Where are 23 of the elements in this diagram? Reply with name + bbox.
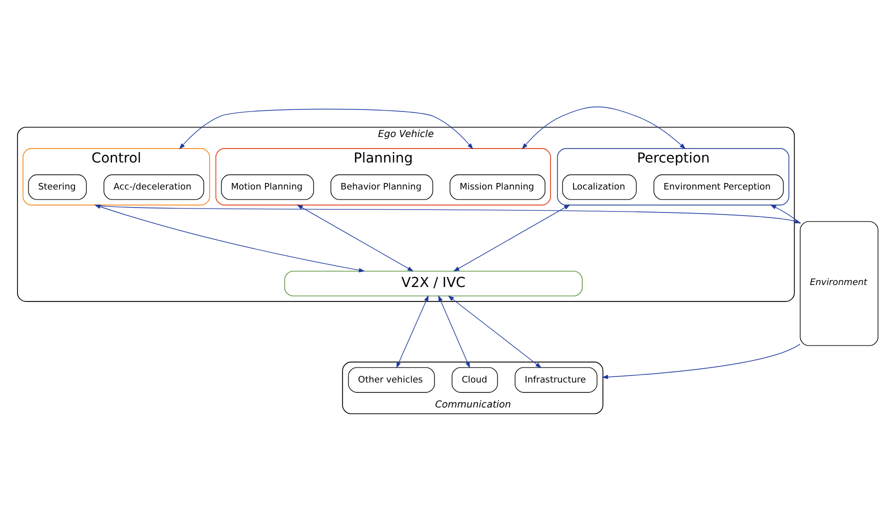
- arrow: [448, 294, 542, 368]
- arrow: [296, 204, 414, 272]
- arrow: [94, 204, 802, 223]
- arrow: [453, 204, 570, 272]
- arrow: [396, 294, 429, 368]
- node-box: V2X / IVC: [284, 270, 583, 296]
- node-box: Mission Planning: [450, 174, 546, 200]
- arrow: [438, 294, 470, 368]
- node-box: Cloud: [452, 366, 498, 392]
- node-box: Steering: [28, 174, 87, 200]
- arrow: [522, 106, 686, 149]
- arrow: [179, 108, 474, 149]
- node-box: Acc-/deceleration: [104, 174, 204, 200]
- node-box: Localization: [562, 174, 637, 200]
- arrow: [770, 204, 800, 224]
- node-box: Infrastructure: [514, 366, 598, 392]
- node-box: Other vehicles: [348, 366, 435, 392]
- arrow: [94, 204, 366, 272]
- node-box: Environment Perception: [654, 174, 784, 200]
- node-box: Environment: [800, 220, 878, 346]
- node-box: Motion Planning: [221, 174, 314, 200]
- arrow: [602, 343, 800, 379]
- node-box: Behavior Planning: [330, 174, 434, 200]
